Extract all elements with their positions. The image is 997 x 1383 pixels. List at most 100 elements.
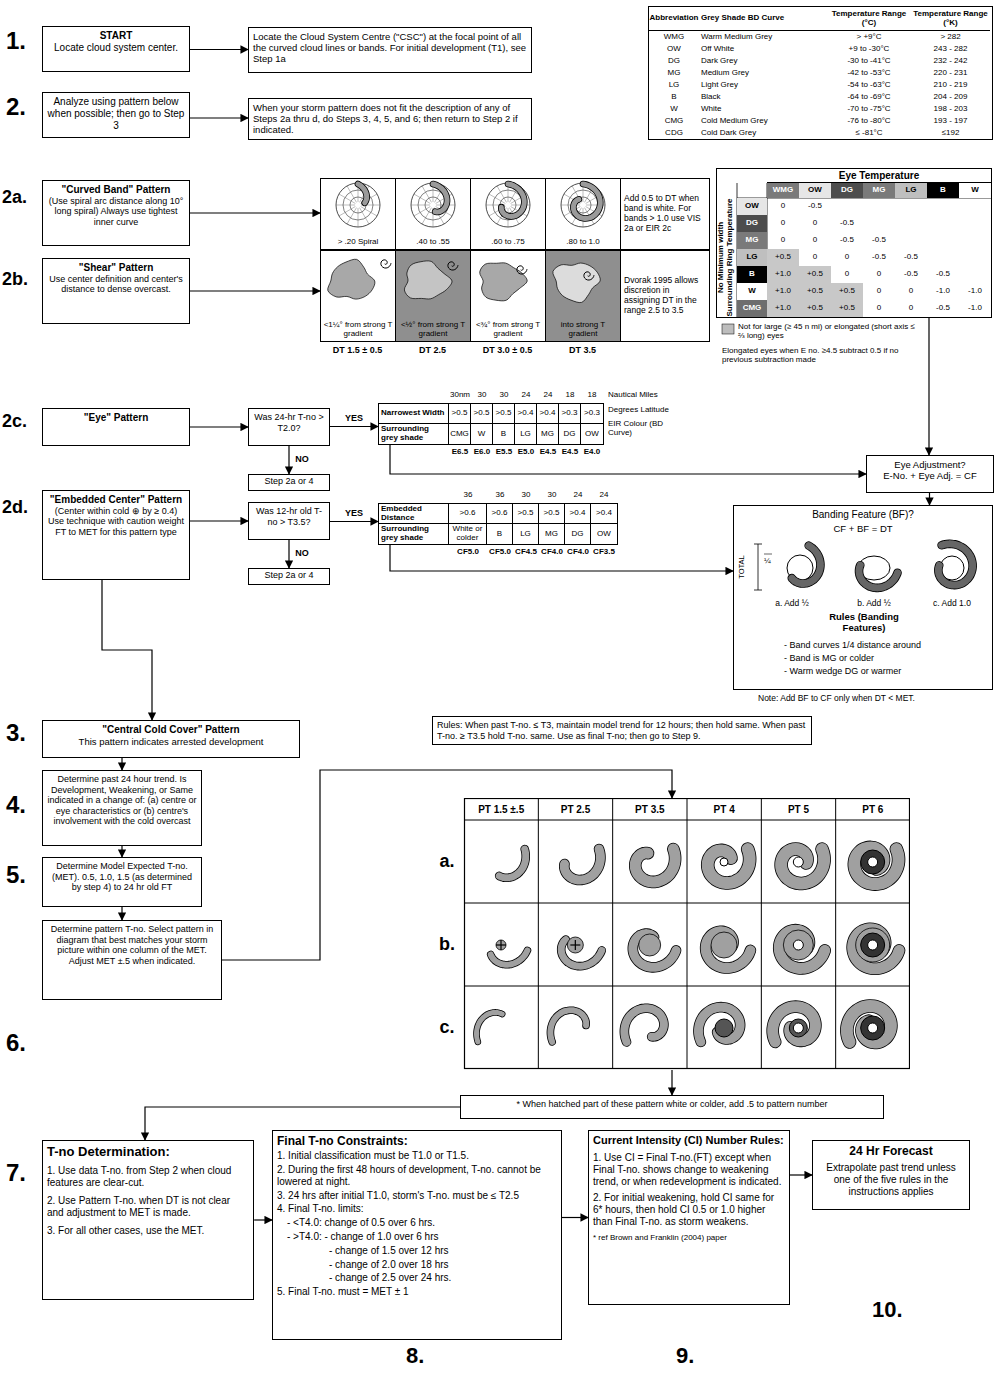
table-cell: OW xyxy=(591,524,617,544)
step-number: 4. xyxy=(6,792,26,818)
figure-caption: <¾° from strong T gradient xyxy=(473,321,543,339)
shading-swatch xyxy=(722,324,734,334)
band-outline xyxy=(499,849,526,878)
table-cell: 243 - 282 xyxy=(911,43,990,55)
box-text: 5. Final T-no. must = MET ± 1 xyxy=(277,1286,557,1298)
adjustment-value: +0.5 xyxy=(799,266,831,283)
cloud-band xyxy=(779,930,825,968)
table-cell: >0.6 xyxy=(449,504,487,524)
eye xyxy=(720,858,728,866)
unit-note: EIR Colour (BD Curve) xyxy=(608,420,668,438)
dt-value: DT 2.5 xyxy=(419,346,446,356)
table-cell: ≤192 xyxy=(911,127,990,139)
flow-arrow xyxy=(928,318,929,455)
eye-ring xyxy=(861,933,885,957)
figure-cell: <1¼° from strong T gradient xyxy=(321,251,396,341)
box-text: 3. For all other cases, use the MET. xyxy=(47,1225,249,1237)
process-box: Determine pattern T-no. Select pattern i… xyxy=(42,920,222,1000)
box-text: Determine pattern T-no. Select pattern i… xyxy=(47,924,217,966)
table-cell: >0.4 xyxy=(591,504,617,524)
adjustment-value: -1.0 xyxy=(927,283,959,300)
band-outline xyxy=(773,1007,816,1042)
step-number: 9. xyxy=(676,1344,694,1368)
process-box: "Central Cold Cover" PatternThis pattern… xyxy=(42,720,300,758)
table-cell: >0.6 xyxy=(487,504,513,524)
table-header: Grey Shade BD Curve xyxy=(699,7,827,31)
step-number: 2. xyxy=(6,94,26,120)
eye-ring xyxy=(861,850,885,874)
box-text: Was 12-hr old T-no > T3.5? xyxy=(253,506,325,527)
eye-table: Narrowest Width>0.5>0.5>0.5>0.4>0.4>0.3>… xyxy=(378,403,604,445)
process-box: "Embedded Center" Pattern(Center within … xyxy=(42,490,190,580)
column-note: 24 xyxy=(522,391,531,400)
table-rule xyxy=(737,198,991,199)
table-cell: Black xyxy=(699,91,827,103)
process-box: STARTLocate cloud system center. xyxy=(42,26,190,72)
table-cell: ≤ -81°C xyxy=(827,127,911,139)
table-cell: CMG xyxy=(649,115,699,127)
box-text: - >T4.0: - change of 1.0 over 6 hrs xyxy=(277,1231,557,1243)
box-text: 1. Use CI = Final T-no.(FT) except when … xyxy=(593,1152,785,1187)
adjustment-value: -0.5 xyxy=(927,300,959,317)
dt-value: DT 3.0 ± 0.5 xyxy=(483,346,532,356)
rules-heading: Rules (Banding Features) xyxy=(809,612,919,634)
box-heading: "Curved Band" Pattern xyxy=(47,184,185,196)
band-outline xyxy=(624,1008,664,1042)
dial-spoke xyxy=(358,208,359,227)
cloud-band xyxy=(624,1008,664,1042)
flow-arrow xyxy=(288,540,289,568)
process-box: Determine past 24 hour trend. Is Develop… xyxy=(42,770,202,846)
grid-frame xyxy=(465,799,910,1069)
grid-line xyxy=(538,798,539,1069)
band-outline xyxy=(573,184,600,218)
cloud-band xyxy=(853,929,899,969)
table-cell: Cold Medium Grey xyxy=(699,115,827,127)
cloud-mass xyxy=(639,934,661,956)
table-cell: OW xyxy=(581,424,603,444)
goto-box: Step 2a or 4 xyxy=(248,568,330,585)
table-cell: CMG xyxy=(449,424,471,444)
flow-arrow xyxy=(102,580,152,720)
process-box: Determine Model Expected T-no. (MET). 0.… xyxy=(42,857,202,907)
column-header: LG xyxy=(895,183,927,198)
box-heading: Final T-no Constraints: xyxy=(277,1134,557,1148)
step-number: 6. xyxy=(6,1030,26,1056)
table-cell: >0.4 xyxy=(565,504,591,524)
dial-ring xyxy=(411,183,455,227)
center-mark xyxy=(575,940,576,950)
flow-arrow xyxy=(671,1070,672,1095)
edge-label: NO xyxy=(293,549,311,559)
process-box: Analyze using pattern below when possibl… xyxy=(42,92,190,138)
table-cell: >0.3 xyxy=(581,404,603,424)
box-text: Rules: When past T-no. ≤ T3, maintain mo… xyxy=(437,720,807,741)
figure-caption: c. Add 1.0 xyxy=(912,598,992,608)
table-cell: MG xyxy=(539,524,565,544)
center-swirl xyxy=(584,272,594,280)
table-cell: >0.4 xyxy=(515,404,537,424)
table-cell: 198 - 203 xyxy=(911,103,990,115)
adjustment-value: 0 xyxy=(863,300,895,317)
rule-item: - Warm wedge DG or warmer xyxy=(784,666,901,676)
box-text: Analyze using pattern below when possibl… xyxy=(47,96,185,131)
adjustment-value: -0.5 xyxy=(831,215,863,232)
band-outline xyxy=(564,849,600,880)
eye xyxy=(793,1023,803,1033)
pattern-figure xyxy=(706,931,751,968)
table-note: Note: Add BF to CF only when DT < MET. xyxy=(758,694,915,703)
table-cell: Warm Medium Grey xyxy=(699,31,827,43)
band-outline xyxy=(938,544,972,585)
dial-ring xyxy=(561,183,605,227)
table-note: Elongated eyes when E no. ≥4.5 subtract … xyxy=(722,347,917,365)
eye-temperature-table: Eye TemperatureNo Minimum width Surround… xyxy=(716,168,992,318)
band-outline xyxy=(633,934,676,968)
row-header: Surrounding grey shade xyxy=(379,524,449,544)
table-cell: CDG xyxy=(649,127,699,139)
column-header: PT 1.5 ±.5 xyxy=(464,798,538,820)
e-number: E6.0 xyxy=(474,448,490,457)
box-text: (Center within cold ⊕ by ≥ 0.4) Use tech… xyxy=(47,506,185,538)
grid-line xyxy=(464,903,910,904)
table-cell: -76 to -80°C xyxy=(827,115,911,127)
box-text: 2. During the first 48 hours of developm… xyxy=(277,1164,557,1188)
dial-spoke xyxy=(414,194,430,204)
edge-label: YES xyxy=(343,414,365,424)
